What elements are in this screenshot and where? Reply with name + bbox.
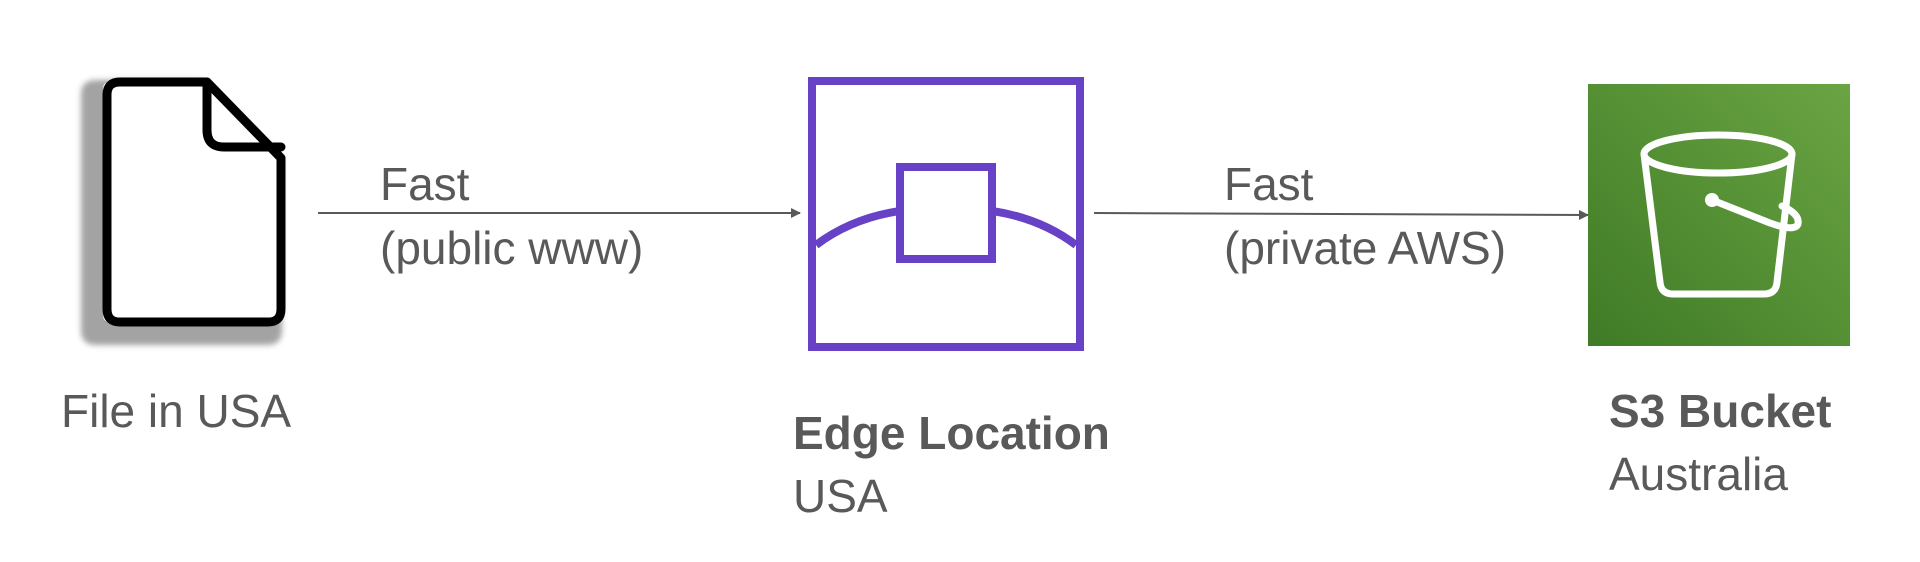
s3-bucket-title: S3 Bucket — [1609, 385, 1832, 437]
s3-bucket-region: Australia — [1609, 448, 1788, 500]
edge-location-region: USA — [793, 470, 888, 522]
edge-location-icon — [808, 77, 1084, 351]
arrow-file-to-edge-label-speed: Fast — [380, 158, 470, 210]
arrow-edge-to-bucket — [1093, 209, 1589, 220]
arrow-edge-to-bucket-label-speed: Fast — [1224, 158, 1314, 210]
arrow-file-to-edge-label-network: (public www) — [380, 222, 644, 274]
arrow-edge-to-bucket-label-network: (private AWS) — [1224, 222, 1507, 274]
document-icon — [81, 77, 286, 345]
edge-location-title: Edge Location — [793, 407, 1110, 459]
s3-bucket-icon — [1588, 84, 1850, 346]
file-label: File in USA — [61, 385, 292, 437]
